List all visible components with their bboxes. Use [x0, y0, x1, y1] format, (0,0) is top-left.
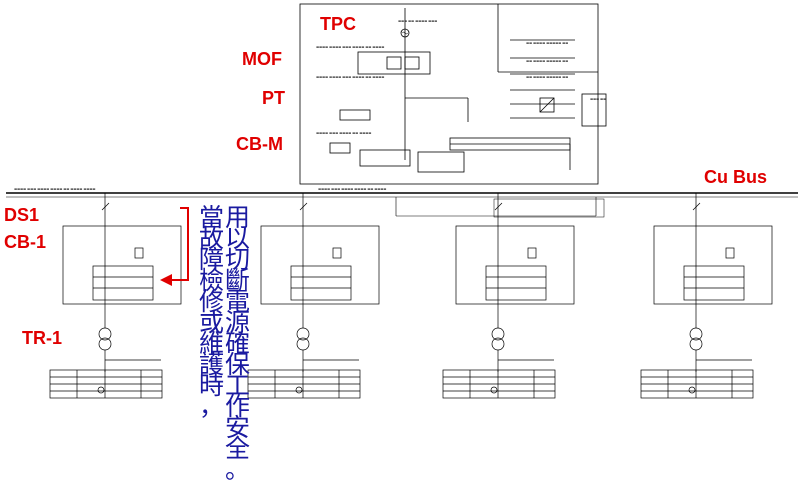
feeder-bay: [49, 193, 182, 399]
svg-text:▬▬▬▬ ▬▬▬▬ ▬▬▬ ▬▬▬▬ ▬▬ ▬▬▬▬: ▬▬▬▬ ▬▬▬▬ ▬▬▬ ▬▬▬▬ ▬▬ ▬▬▬▬: [316, 75, 384, 79]
vertical-note: 用以切斷電源確保工作安全。 當故障檢修或維護時，: [199, 203, 250, 484]
svg-text:▬▬▬▬ ▬▬▬ ▬▬▬▬ ▬▬▬▬ ▬▬ ▬▬▬▬: ▬▬▬▬ ▬▬▬ ▬▬▬▬ ▬▬▬▬ ▬▬ ▬▬▬▬: [318, 187, 386, 191]
label-ds1: DS1: [4, 205, 39, 225]
note-column-2: 當故障檢修或維護時，: [199, 203, 224, 421]
feeder-bay: [640, 193, 773, 399]
note-column-1: 用以切斷電源確保工作安全。: [225, 203, 250, 484]
svg-text:▬▬ ▬▬▬▬ ▬▬▬▬▬ ▬▬: ▬▬ ▬▬▬▬ ▬▬▬▬▬ ▬▬: [526, 75, 568, 79]
svg-text:▬▬ ▬▬▬▬ ▬▬▬▬▬ ▬▬: ▬▬ ▬▬▬▬ ▬▬▬▬▬ ▬▬: [526, 41, 568, 45]
svg-text:▬▬ ▬▬▬▬ ▬▬▬▬▬ ▬▬: ▬▬ ▬▬▬▬ ▬▬▬▬▬ ▬▬: [526, 59, 568, 63]
main-cabinet: [299, 3, 607, 185]
feeder-bay: [247, 193, 380, 399]
label-cb-m: CB-M: [236, 134, 283, 154]
label-pt: PT: [262, 88, 285, 108]
label-cu-bus: Cu Bus: [704, 167, 767, 187]
svg-text:▬▬▬ ▬▬: ▬▬▬ ▬▬: [590, 97, 606, 101]
feeder-bays: [49, 193, 773, 399]
label-mof: MOF: [242, 49, 282, 69]
label-tr-1: TR-1: [22, 328, 62, 348]
svg-text:▬▬▬▬ ▬▬▬▬ ▬▬▬ ▬▬▬▬ ▬▬ ▬▬▬▬: ▬▬▬▬ ▬▬▬▬ ▬▬▬ ▬▬▬▬ ▬▬ ▬▬▬▬: [316, 45, 384, 49]
svg-text:▬▬▬▬ ▬▬▬ ▬▬▬▬ ▬▬▬▬ ▬▬ ▬▬▬▬ ▬▬▬: ▬▬▬▬ ▬▬▬ ▬▬▬▬ ▬▬▬▬ ▬▬ ▬▬▬▬ ▬▬▬▬: [14, 187, 95, 191]
feeder-bay: [442, 193, 575, 399]
svg-text:▬▬▬ ▬▬ ▬▬▬▬ ▬▬▬: ▬▬▬ ▬▬ ▬▬▬▬ ▬▬▬: [398, 19, 437, 23]
cu-bus: [6, 192, 798, 218]
red-arrow: [160, 207, 189, 286]
svg-text:▬▬▬▬ ▬▬▬ ▬▬▬▬ ▬▬ ▬▬▬▬: ▬▬▬▬ ▬▬▬ ▬▬▬▬ ▬▬ ▬▬▬▬: [316, 131, 371, 135]
label-tpc: TPC: [320, 14, 356, 34]
component-labels: TPC MOF PT CB-M Cu Bus DS1 CB-1 TR-1: [4, 14, 767, 348]
annotation-text: ▬▬▬ ▬▬ ▬▬▬▬ ▬▬▬ ▬▬▬▬ ▬▬▬▬ ▬▬▬ ▬▬▬▬ ▬▬ ▬▬…: [14, 19, 606, 191]
label-cb-1: CB-1: [4, 232, 46, 252]
